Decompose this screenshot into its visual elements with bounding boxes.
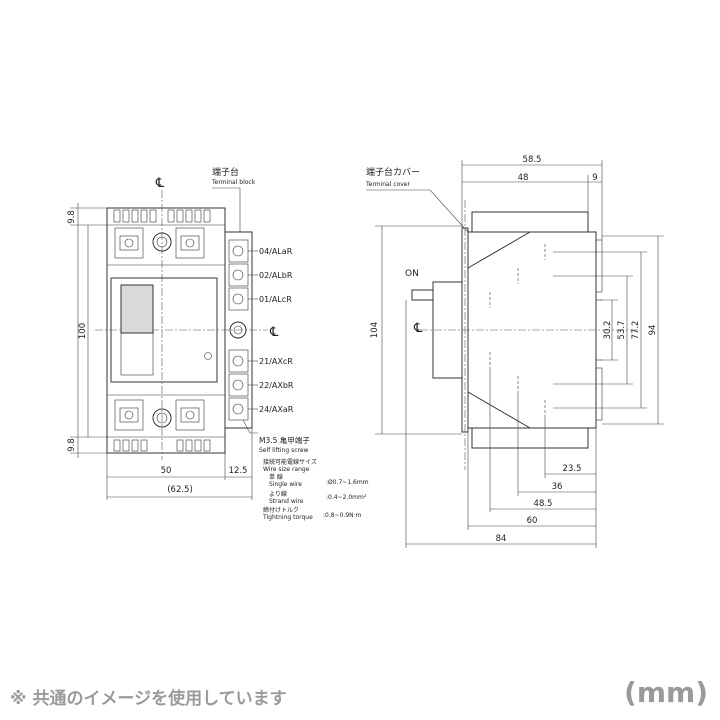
- side-dim-height: 104: [370, 322, 380, 338]
- unit-label: (mm): [624, 676, 708, 709]
- side-dim-top-body: 48: [518, 173, 529, 183]
- single-wire-value: :Ø0.7~1.6mm: [326, 479, 369, 486]
- front-dim-top-offset: 9.8: [67, 210, 77, 224]
- bottom-ventilation-fins: [113, 439, 211, 452]
- on-label: ON: [405, 269, 419, 279]
- screw-spec-ja: M3.5 亀甲端子: [259, 435, 310, 445]
- side-dim-v4: 94: [648, 325, 658, 336]
- bottom-center-screw: [152, 408, 172, 428]
- side-dim-b1: 23.5: [563, 464, 582, 474]
- wire-range-ja: 接続可能電線サイズ: [263, 458, 317, 466]
- top-main-terminals: [114, 227, 205, 259]
- torque-en: Tightning torque: [262, 514, 313, 521]
- side-dim-b3: 48.5: [534, 499, 553, 509]
- single-wire-ja: 単 線: [269, 473, 283, 481]
- terminal-label-4: 21/AXcR: [259, 357, 293, 366]
- terminal-cover-title-ja: 端子台カバー: [366, 166, 420, 178]
- terminal-cover-title-en: Terminal cover: [365, 181, 410, 188]
- bottom-main-terminals: [114, 399, 205, 431]
- side-dim-top-total: 58.5: [523, 155, 542, 165]
- front-dim-height: 100: [78, 323, 88, 339]
- terminal-cover-bottom: [471, 428, 589, 449]
- side-dim-v2: 53.7: [617, 321, 627, 340]
- hidden-terminal-lines: [489, 244, 546, 416]
- front-dim-terminal-width: 12.5: [229, 466, 248, 476]
- front-top-centerline-symbol: ℄: [155, 176, 165, 191]
- side-handle: [411, 289, 434, 301]
- front-view: ℄ ℄: [67, 166, 369, 521]
- terminal-label-2: 02/ALbR: [259, 271, 293, 280]
- torque-value: :0.8~0.9N·m: [323, 512, 362, 519]
- front-right-centerline-symbol: ℄: [269, 325, 279, 340]
- side-top-dimensions: 58.5 48 9: [461, 155, 603, 240]
- side-bottom-dimensions: 23.5 36 48.5 60 84: [405, 300, 597, 548]
- top-center-screw: [152, 232, 172, 252]
- terminal-block-title-en: Terminal block: [211, 179, 256, 186]
- torque-ja: 締付けトルク: [263, 506, 299, 514]
- single-wire-en: Single wire: [269, 481, 302, 488]
- front-panel: [110, 277, 218, 383]
- side-dim-b2: 36: [552, 482, 563, 492]
- operating-handle: [120, 284, 154, 334]
- front-left-dimensions: 9.8 100 9.8: [67, 203, 107, 458]
- side-dim-b4: 60: [527, 516, 538, 526]
- side-dim-top-small: 9: [592, 173, 597, 183]
- side-left-dimensions: 104: [370, 225, 462, 435]
- side-dim-v3: 77.2: [631, 321, 641, 340]
- front-dim-bottom-offset: 9.8: [67, 438, 77, 452]
- screw-spec-en: Self lifting screw: [259, 447, 309, 454]
- side-right-dimensions: 30.2 53.7 77.2 94: [553, 235, 664, 425]
- side-dim-b5: 84: [496, 534, 507, 544]
- terminal-cover-top: [471, 211, 589, 232]
- terminal-block-outline: [224, 231, 253, 429]
- side-centerline-symbol: ℄: [413, 321, 423, 336]
- angled-face: [467, 231, 531, 269]
- terminal-label-6: 24/AXaR: [259, 405, 294, 414]
- terminal-block-title-ja: 端子台: [212, 166, 239, 178]
- test-button: [204, 352, 212, 360]
- strand-wire-ja: より線: [269, 490, 287, 498]
- wire-range-en: Wire size range: [263, 466, 310, 473]
- terminal-label-1: 04/ALaR: [259, 247, 293, 256]
- front-dim-total-width: (62.5): [167, 485, 193, 495]
- terminal-label-3: 01/ALcR: [259, 295, 292, 304]
- side-view: 端子台カバー Terminal cover ON: [365, 155, 664, 548]
- terminal-label-5: 22/AXbR: [259, 381, 294, 390]
- front-dim-width: 50: [161, 466, 172, 476]
- strand-wire-value: :0.4~2.0mm²: [326, 494, 367, 501]
- front-bottom-dimensions: 50 12.5 (62.5): [106, 428, 253, 500]
- strand-wire-en: Strand wire: [269, 498, 304, 505]
- top-ventilation-fins: [113, 209, 211, 223]
- side-dim-v1: 30.2: [603, 321, 613, 340]
- footer-note: ※ 共通のイメージを使用しています: [10, 689, 287, 709]
- terminal-labels: 04/ALaR 02/ALbR 01/ALcR 21/AXcR 22/AXbR …: [248, 247, 294, 414]
